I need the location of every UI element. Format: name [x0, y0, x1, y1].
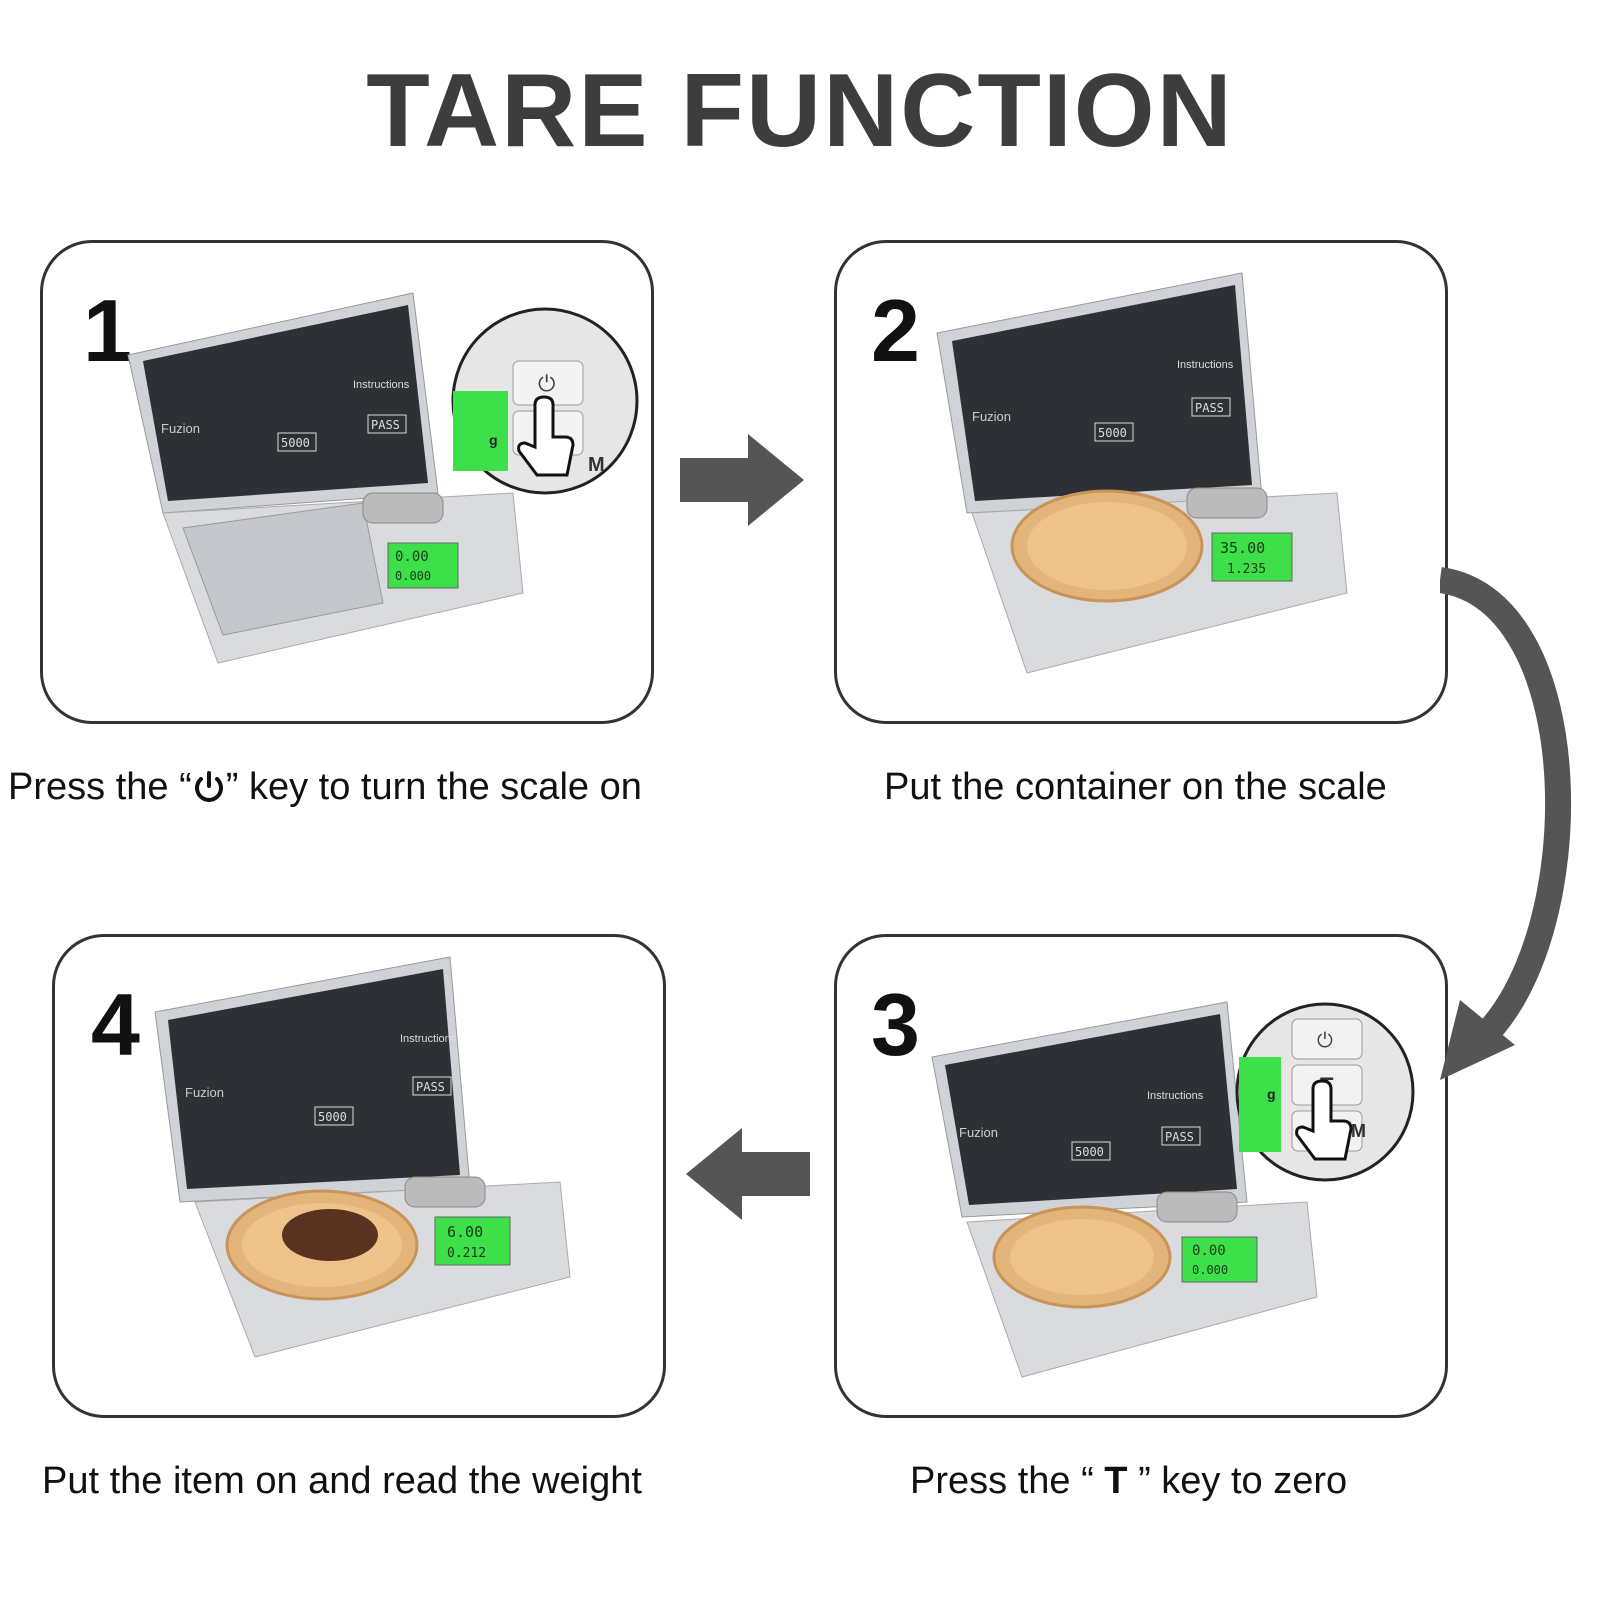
power-icon: ⏻	[1317, 1028, 1333, 1052]
step-4-panel: 4 Fuzion Instructions 5000 PASS 6.00 0.2…	[52, 934, 666, 1418]
step-1-caption-after: ” key to turn the scale on	[225, 766, 642, 808]
instructions-label: Instructions	[1177, 359, 1234, 371]
coffee-grounds	[282, 1209, 378, 1261]
step-3-caption-before: Press the “	[910, 1460, 1105, 1502]
lcd-main-readout: 0.00	[1192, 1243, 1226, 1259]
lcd-main-readout: 35.00	[1220, 539, 1265, 557]
lcd-sub-readout: 0.212	[447, 1246, 486, 1261]
step-1-panel: 1 Fuzion Instructions 5000 PASS 0.00 0.0…	[40, 240, 654, 724]
scale-illustration: Fuzion Instructions 5000 PASS 6.00 0.212	[154, 956, 571, 1358]
step-2-number: 2	[871, 281, 920, 380]
lcd-main-readout: 6.00	[447, 1223, 483, 1241]
step-4-caption: Put the item on and read the weight	[42, 1460, 642, 1502]
brand-label: Fuzion	[185, 1085, 224, 1100]
scale-illustration: Fuzion Instructions 5000 PASS 0.00 0.000…	[127, 292, 639, 664]
brand-label: Fuzion	[959, 1125, 998, 1140]
pass-label: PASS	[1165, 1130, 1194, 1144]
scale-illustration: Fuzion Instructions 5000 PASS 35.00 1.23…	[936, 272, 1348, 674]
step-3-caption: Press the “ T ” key to zero	[910, 1460, 1347, 1503]
mode-key-label: M	[588, 454, 605, 476]
scale-illustration: Fuzion Instructions 5000 PASS 0.00 0.000…	[931, 1001, 1415, 1378]
step-3-number: 3	[871, 975, 920, 1074]
calibration-weight	[1186, 487, 1268, 519]
pass-box	[412, 1076, 452, 1096]
hand-pointer-icon	[517, 395, 575, 477]
calibration-weight	[404, 1176, 486, 1208]
calibration-weight	[362, 492, 444, 524]
arrow-left-icon	[686, 1128, 810, 1220]
step-4-number: 4	[91, 975, 140, 1074]
calibration-box	[1094, 422, 1134, 442]
lcd-main-readout: 0.00	[395, 549, 429, 565]
brand-label: Fuzion	[972, 409, 1011, 424]
mode-key-label: M	[1351, 1121, 1366, 1141]
instructions-label: Instructions	[400, 1033, 457, 1045]
power-icon	[194, 771, 223, 802]
calibration-value: 5000	[1075, 1145, 1104, 1159]
step-1-number: 1	[83, 281, 132, 380]
calibration-weight	[1156, 1191, 1238, 1223]
pass-label: PASS	[371, 418, 400, 432]
calibration-box	[1071, 1141, 1111, 1161]
instructions-label: Instructions	[1147, 1090, 1204, 1102]
pass-label: PASS	[1195, 401, 1224, 415]
brand-label: Fuzion	[161, 421, 200, 436]
lcd-display	[1181, 1236, 1258, 1283]
step-1-caption: Press the “ ” key to turn the scale on	[8, 766, 642, 809]
power-icon: ⏻	[538, 372, 555, 397]
step-2-caption: Put the container on the scale	[884, 766, 1387, 808]
calibration-box	[277, 432, 317, 452]
lcd-sub-readout: 0.000	[1192, 1263, 1228, 1277]
scale-lid	[127, 292, 439, 514]
step-3-caption-key: T	[1104, 1460, 1128, 1502]
unit-label: g	[489, 432, 498, 448]
lcd-display	[434, 1216, 511, 1266]
pass-box	[1161, 1126, 1201, 1146]
step-3-panel: 3 Fuzion Instructions 5000 PASS 0.00 0.0…	[834, 934, 1448, 1418]
pass-box	[1191, 397, 1231, 417]
arrow-right-icon	[680, 434, 804, 526]
lcd-sub-readout: 0.000	[395, 569, 431, 583]
step-1-caption-before: Press the “	[8, 766, 192, 808]
calibration-value: 5000	[1098, 426, 1127, 440]
unit-label: g	[1267, 1086, 1276, 1102]
calibration-box	[314, 1106, 354, 1126]
step-3-caption-after: ” key to zero	[1127, 1460, 1348, 1502]
page-title: TARE FUNCTION	[366, 53, 1234, 169]
lcd-display	[1211, 532, 1293, 582]
pass-box	[367, 414, 407, 434]
curved-arrow-down-icon	[1440, 567, 1572, 1080]
lcd-sub-readout: 1.235	[1227, 562, 1266, 577]
lcd-display	[387, 542, 459, 589]
hand-pointer-icon	[1295, 1079, 1353, 1161]
scale-base	[162, 492, 524, 664]
calibration-value: 5000	[318, 1110, 347, 1124]
step-2-panel: 2 Fuzion Instructions 5000 PASS 35.00 1.…	[834, 240, 1448, 724]
calibration-value: 5000	[281, 436, 310, 450]
pass-label: PASS	[416, 1080, 445, 1094]
instructions-label: Instructions	[353, 379, 410, 391]
